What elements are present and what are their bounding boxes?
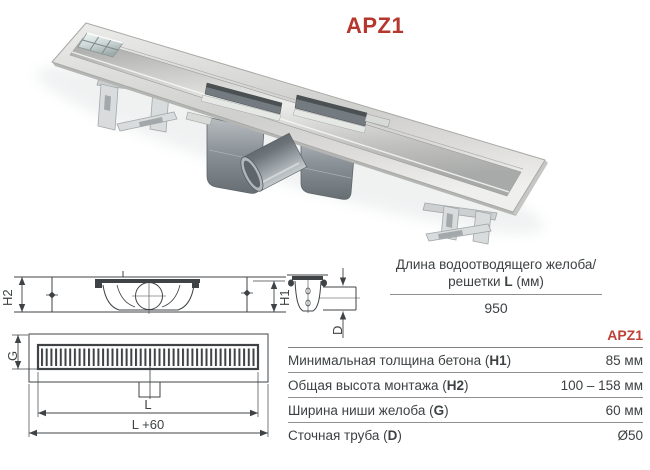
channel-opening-right bbox=[292, 94, 391, 134]
spec-value: 85 мм bbox=[605, 352, 643, 368]
length-header-line1: Длина водоотводящего желоба/ bbox=[395, 257, 597, 272]
product-photo-drain-channel bbox=[36, 22, 548, 245]
length-header-line2: решетки L (мм) bbox=[448, 274, 544, 289]
dim-label-d: D bbox=[330, 326, 345, 335]
dim-label-h1: H1 bbox=[277, 289, 292, 306]
table-row: Минимальная толщина бетона (H1) 85 мм bbox=[288, 348, 643, 373]
dim-label-g: G bbox=[5, 351, 20, 361]
length-value: 950 bbox=[484, 300, 508, 316]
table-row: Сточная труба (D) Ø50 bbox=[288, 423, 643, 447]
spec-value: 60 мм bbox=[605, 402, 643, 418]
outlet-pipe bbox=[240, 132, 308, 192]
technical-drawings: H2 H1 D bbox=[0, 268, 360, 437]
dim-label-l: L bbox=[144, 397, 151, 412]
top-view-drawing bbox=[12, 333, 269, 437]
spec-label: Сточная труба (D) bbox=[288, 427, 402, 443]
end-grate bbox=[77, 32, 124, 58]
page-title: APZ1 bbox=[346, 13, 405, 38]
length-table-header: Длина водоотводящего желоба/ решетки L (… bbox=[341, 256, 650, 290]
spec-label: Общая высота монтажа (H2) bbox=[288, 377, 469, 393]
spec-label: Минимальная толщина бетона (H1) bbox=[288, 352, 512, 368]
spec-column-header: APZ1 bbox=[288, 327, 643, 348]
spec-value: 100 – 158 мм bbox=[560, 377, 643, 393]
dim-label-h2: H2 bbox=[0, 289, 15, 306]
table-row: Общая высота монтажа (H2) 100 – 158 мм bbox=[288, 373, 643, 398]
dim-label-l-plus-60: L +60 bbox=[132, 417, 164, 432]
right-bracket bbox=[422, 202, 498, 245]
spec-table: APZ1 Минимальная толщина бетона (H1) 85 … bbox=[288, 327, 643, 447]
length-table: Длина водоотводящего желоба/ решетки L (… bbox=[341, 256, 650, 317]
length-table-rule bbox=[390, 294, 602, 295]
spec-value: Ø50 bbox=[617, 427, 643, 443]
side-view-drawing bbox=[14, 271, 286, 314]
table-row: Ширина ниши желоба (G) 60 мм bbox=[288, 398, 643, 423]
channel-opening-left bbox=[185, 82, 283, 126]
spec-label: Ширина ниши желоба (G) bbox=[288, 402, 449, 418]
end-view-drawing bbox=[287, 268, 360, 338]
